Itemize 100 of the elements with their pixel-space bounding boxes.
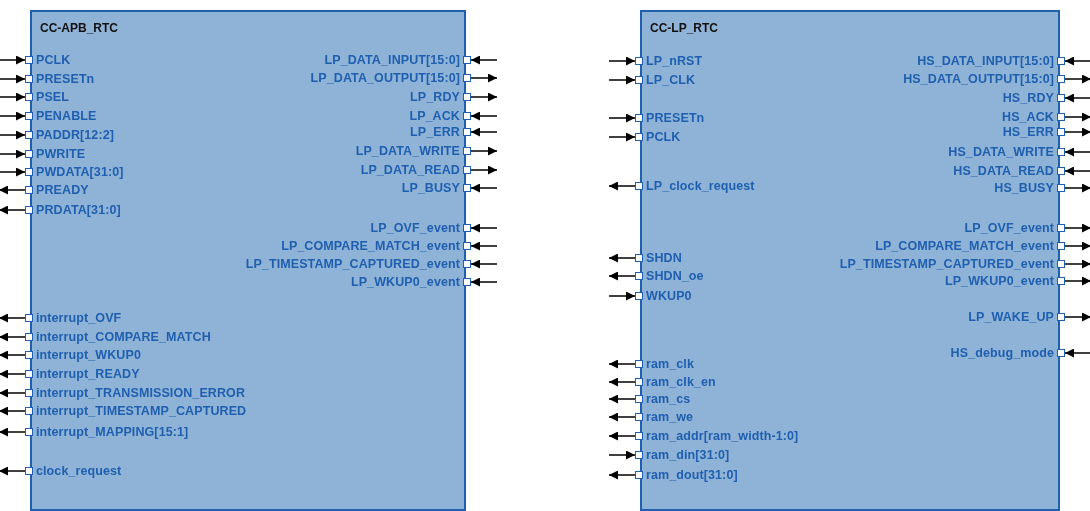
signal-arrow (608, 431, 636, 441)
pin-label: interrupt_TRANSMISSION_ERROR (36, 386, 246, 400)
pin-label: PRESETn (36, 72, 95, 86)
signal-arrow (608, 75, 636, 85)
pin-label: ram_clk_en (646, 375, 716, 389)
port-pin (409, 109, 471, 123)
port-pin (1002, 125, 1065, 139)
port-pin (635, 111, 705, 125)
pin-label: LP_DATA_WRITE (355, 144, 460, 158)
pin-label: ram_din[31:0] (646, 448, 730, 462)
pin-label: LP_WKUP0_event (350, 275, 460, 289)
signal-arrow (608, 394, 636, 404)
port-pin (25, 109, 97, 123)
port-pin (25, 53, 71, 67)
signal-arrow (0, 427, 26, 437)
port-pin (635, 357, 694, 371)
pin-label: ram_we (646, 410, 694, 424)
signal-arrow (470, 146, 498, 156)
port-pin (994, 181, 1065, 195)
pin-label: PCLK (36, 53, 71, 67)
pin-label: HS_DATA_READ (953, 164, 1054, 178)
signal-arrow (608, 113, 636, 123)
pin-label: ram_addr[ram_width-1:0] (646, 429, 799, 443)
pin-label: ram_cs (646, 392, 691, 406)
pin-label: PRESETn (646, 111, 705, 125)
pin-label: LP_TIMESTAMP_CAPTURED_event (245, 257, 460, 271)
port-pin (635, 54, 703, 68)
pin-label: PCLK (646, 130, 681, 144)
signal-arrow (0, 55, 26, 65)
signal-arrow (1064, 259, 1090, 269)
pin-label: LP_BUSY (401, 181, 460, 195)
port-pin (1002, 110, 1065, 124)
signal-arrow (470, 183, 498, 193)
signal-arrow (608, 412, 636, 422)
port-pin (1002, 91, 1065, 105)
signal-arrow (1064, 183, 1090, 193)
signal-arrow (470, 92, 498, 102)
signal-arrow (608, 56, 636, 66)
pin-label: LP_ACK (409, 109, 460, 123)
pin-label: interrupt_OVF (36, 311, 122, 325)
port-pin (635, 73, 696, 87)
pin-label: LP_DATA_READ (360, 163, 460, 177)
signal-arrow (470, 259, 498, 269)
pin-label: LP_TIMESTAMP_CAPTURED_event (839, 257, 1054, 271)
port-pin (25, 72, 95, 86)
port-pin (25, 90, 70, 104)
pin-label: LP_OVF_event (964, 221, 1054, 235)
signal-arrow (1064, 223, 1090, 233)
signal-arrow (1064, 56, 1090, 66)
signal-arrow (608, 132, 636, 142)
signal-arrow (470, 55, 498, 65)
signal-arrow (470, 127, 498, 137)
pin-label: PWRITE (36, 147, 86, 161)
port-pin (635, 289, 692, 303)
signal-arrow (0, 92, 26, 102)
signal-arrow (608, 450, 636, 460)
signal-arrow (0, 111, 26, 121)
signal-arrow (1064, 93, 1090, 103)
pin-label: PSEL (36, 90, 70, 104)
pin-label: SHDN_oe (646, 269, 704, 283)
signal-arrow (608, 271, 636, 281)
pin-label: WKUP0 (646, 289, 692, 303)
port-pin (635, 269, 704, 283)
signal-arrow (1064, 348, 1090, 358)
pin-label: HS_debug_mode (950, 346, 1054, 360)
pin-label: HS_ACK (1002, 110, 1054, 124)
signal-arrow (0, 466, 26, 476)
port-pin (25, 183, 89, 197)
pin-label: HS_ERR (1002, 125, 1054, 139)
signal-arrow (608, 377, 636, 387)
pin-label: interrupt_TIMESTAMP_CAPTURED (36, 404, 247, 418)
signal-arrow (0, 388, 26, 398)
block-title: CC-LP_RTC (650, 21, 718, 35)
pin-label: PADDR[12:2] (36, 128, 114, 142)
port-pin (401, 181, 471, 195)
signal-arrow (0, 313, 26, 323)
pin-label: interrupt_MAPPING[15:1] (36, 425, 189, 439)
signal-arrow (1064, 74, 1090, 84)
signal-arrow (0, 74, 26, 84)
signal-arrow (0, 332, 26, 342)
pin-label: PRDATA[31:0] (36, 203, 121, 217)
port-pin (25, 147, 86, 161)
port-pin (635, 251, 682, 265)
pin-label: HS_DATA_WRITE (948, 145, 1054, 159)
signal-arrow (1064, 147, 1090, 157)
signal-arrow (0, 369, 26, 379)
port-pin (410, 90, 471, 104)
signal-arrow (1064, 276, 1090, 286)
signal-arrow (608, 291, 636, 301)
pin-label: LP_CLK (646, 73, 696, 87)
pin-label: HS_DATA_OUTPUT[15:0] (903, 72, 1054, 86)
port-pin (410, 125, 471, 139)
signal-arrow (0, 205, 26, 215)
signal-arrow (0, 406, 26, 416)
signal-arrow (608, 359, 636, 369)
signal-arrow (1064, 312, 1090, 322)
pin-label: HS_RDY (1002, 91, 1054, 105)
signal-arrow (0, 167, 26, 177)
pin-label: LP_clock_request (646, 179, 755, 193)
pin-label: LP_RDY (410, 90, 460, 104)
